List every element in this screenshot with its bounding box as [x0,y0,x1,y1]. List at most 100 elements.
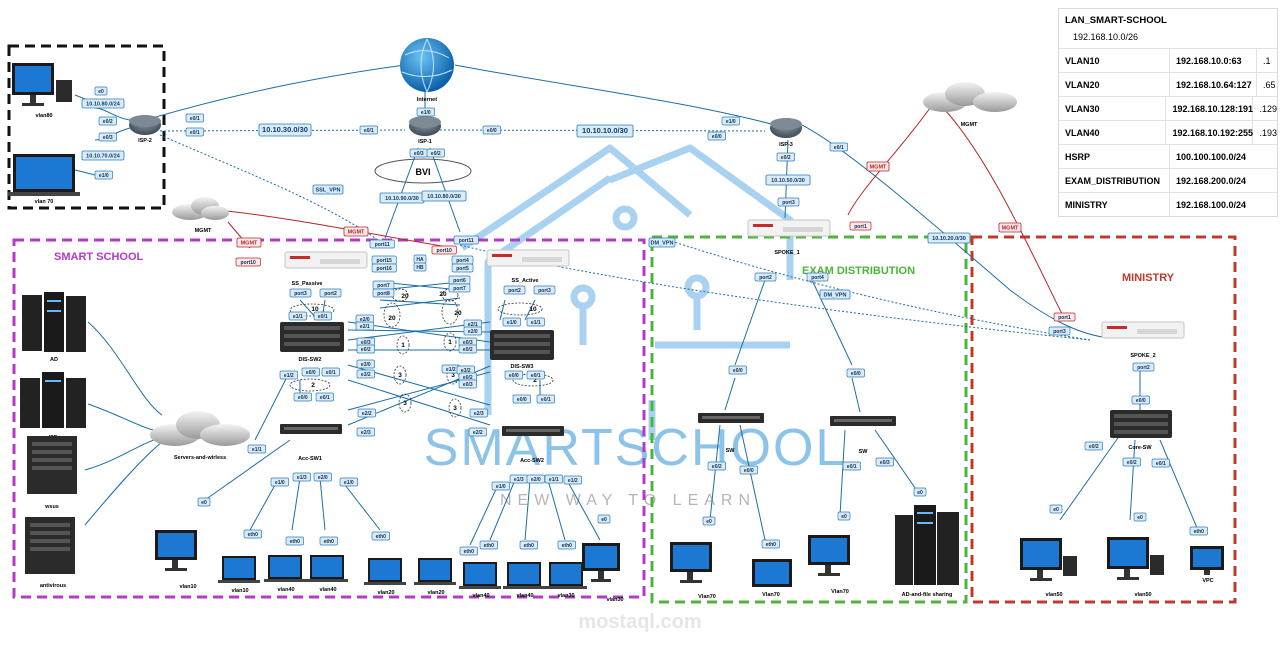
port-label-box[interactable] [526,370,545,380]
port-label-box[interactable] [355,321,374,331]
port-label-box[interactable] [544,474,563,484]
vpc-host[interactable] [1190,546,1224,575]
switch-exam-left[interactable] [698,413,764,423]
port-label-box[interactable] [288,311,307,321]
firewall-ss-passive[interactable] [284,251,368,269]
port-label-box[interactable] [597,514,611,524]
port-label-box[interactable] [301,367,320,377]
port-label-box[interactable] [739,465,758,475]
port-label-box[interactable] [356,427,375,437]
switch-core-sw[interactable] [1110,410,1172,438]
port-label-box[interactable] [98,132,117,142]
port-label-box[interactable] [536,394,555,404]
desktop-vlan30-b[interactable] [582,543,620,582]
port-label-box[interactable] [356,359,375,369]
port-label-box[interactable] [728,365,747,375]
port-label-box[interactable] [270,477,289,487]
port-label-box[interactable] [482,125,501,135]
port-label-box[interactable] [702,516,716,526]
port-label-box[interactable] [504,370,523,380]
server-ise[interactable] [20,372,86,428]
laptop-vlan40-c[interactable] [459,562,501,589]
laptop-vlan30-a[interactable] [545,562,587,589]
switch-dis-sw3[interactable] [490,330,554,360]
desktop-vlan10-a[interactable] [155,530,197,571]
port-label-box[interactable] [806,272,829,282]
laptop-vlan20-b[interactable] [414,558,456,585]
port-label-box[interactable] [285,536,304,546]
port-label-box[interactable] [289,288,312,298]
port-label-box[interactable] [721,116,740,126]
port-label-box[interactable] [94,86,108,96]
port-label-box[interactable] [1048,326,1071,336]
desktop-vlan50-a[interactable] [1020,538,1077,581]
port-label-box[interactable] [469,408,488,418]
laptop-vlan70[interactable] [8,154,80,196]
firewall-spoke2[interactable] [1101,321,1185,339]
port-label-box[interactable] [837,511,851,521]
laptop-vlan10-b[interactable] [218,556,260,583]
port-label-box[interactable] [503,285,526,295]
port-label-box[interactable] [491,481,510,491]
port-label-box[interactable] [247,444,266,454]
port-label-box[interactable] [453,235,479,245]
port-label-box[interactable] [458,344,477,354]
port-label-box[interactable] [463,326,482,336]
laptop-vlan40-b[interactable] [306,555,348,582]
port-label-box[interactable] [1131,395,1150,405]
port-label-box[interactable] [372,288,395,298]
port-label-box[interactable] [359,125,378,135]
port-label-box[interactable] [279,370,298,380]
firewall-ss-active[interactable] [486,249,570,267]
port-label-box[interactable] [458,379,477,389]
port-label-box[interactable] [243,529,262,539]
port-label-box[interactable] [1189,526,1208,536]
port-label-box[interactable] [707,461,726,471]
port-label-box[interactable] [526,317,545,327]
switch-acc-sw1[interactable] [280,424,342,434]
port-label-box[interactable] [431,245,457,255]
router-isp2[interactable] [129,115,161,135]
desktop-vlan70-a[interactable] [670,542,712,583]
port-label-box[interactable] [315,392,334,402]
server-ad-file[interactable] [895,505,959,585]
port-label-box[interactable] [356,344,375,354]
port-label-box[interactable] [451,263,474,273]
router-isp3[interactable] [770,118,802,138]
port-label-box[interactable] [313,472,332,482]
port-label-box[interactable] [776,152,795,162]
port-label-box[interactable] [426,148,445,158]
port-label-box[interactable] [1132,362,1155,372]
port-label-box[interactable] [339,477,358,487]
port-label-box[interactable] [533,285,556,295]
port-label-box[interactable] [913,487,927,497]
server-antivirus[interactable] [25,517,75,574]
laptop-vlan40-a[interactable] [264,555,306,582]
port-label-box[interactable] [292,472,311,482]
port-label-box[interactable] [1053,312,1076,322]
port-label-box[interactable] [321,367,340,377]
port-label-box[interactable] [371,531,390,541]
server-wsus[interactable] [27,436,77,494]
port-label-box[interactable] [413,262,427,272]
port-label-box[interactable] [557,540,576,550]
port-label-box[interactable] [185,127,204,137]
desktop-vlan70-b[interactable] [752,559,792,587]
switch-exam-right[interactable] [830,416,896,426]
port-label-box[interactable] [875,457,894,467]
router-isp1[interactable] [409,116,441,136]
port-label-box[interactable] [313,311,332,321]
port-label-box[interactable] [526,474,545,484]
laptop-vlan20-a[interactable] [364,558,406,585]
port-label-box[interactable] [235,257,261,267]
server-ad[interactable] [22,292,86,352]
port-label-box[interactable] [459,546,478,556]
port-label-box[interactable] [1133,512,1147,522]
port-label-box[interactable] [319,288,342,298]
port-label-box[interactable] [197,497,211,507]
laptop-vlan40-d[interactable] [503,562,545,589]
port-label-box[interactable] [369,239,395,249]
port-label-box[interactable] [761,539,780,549]
port-label-box[interactable] [356,369,375,379]
port-label-box[interactable] [448,283,471,293]
